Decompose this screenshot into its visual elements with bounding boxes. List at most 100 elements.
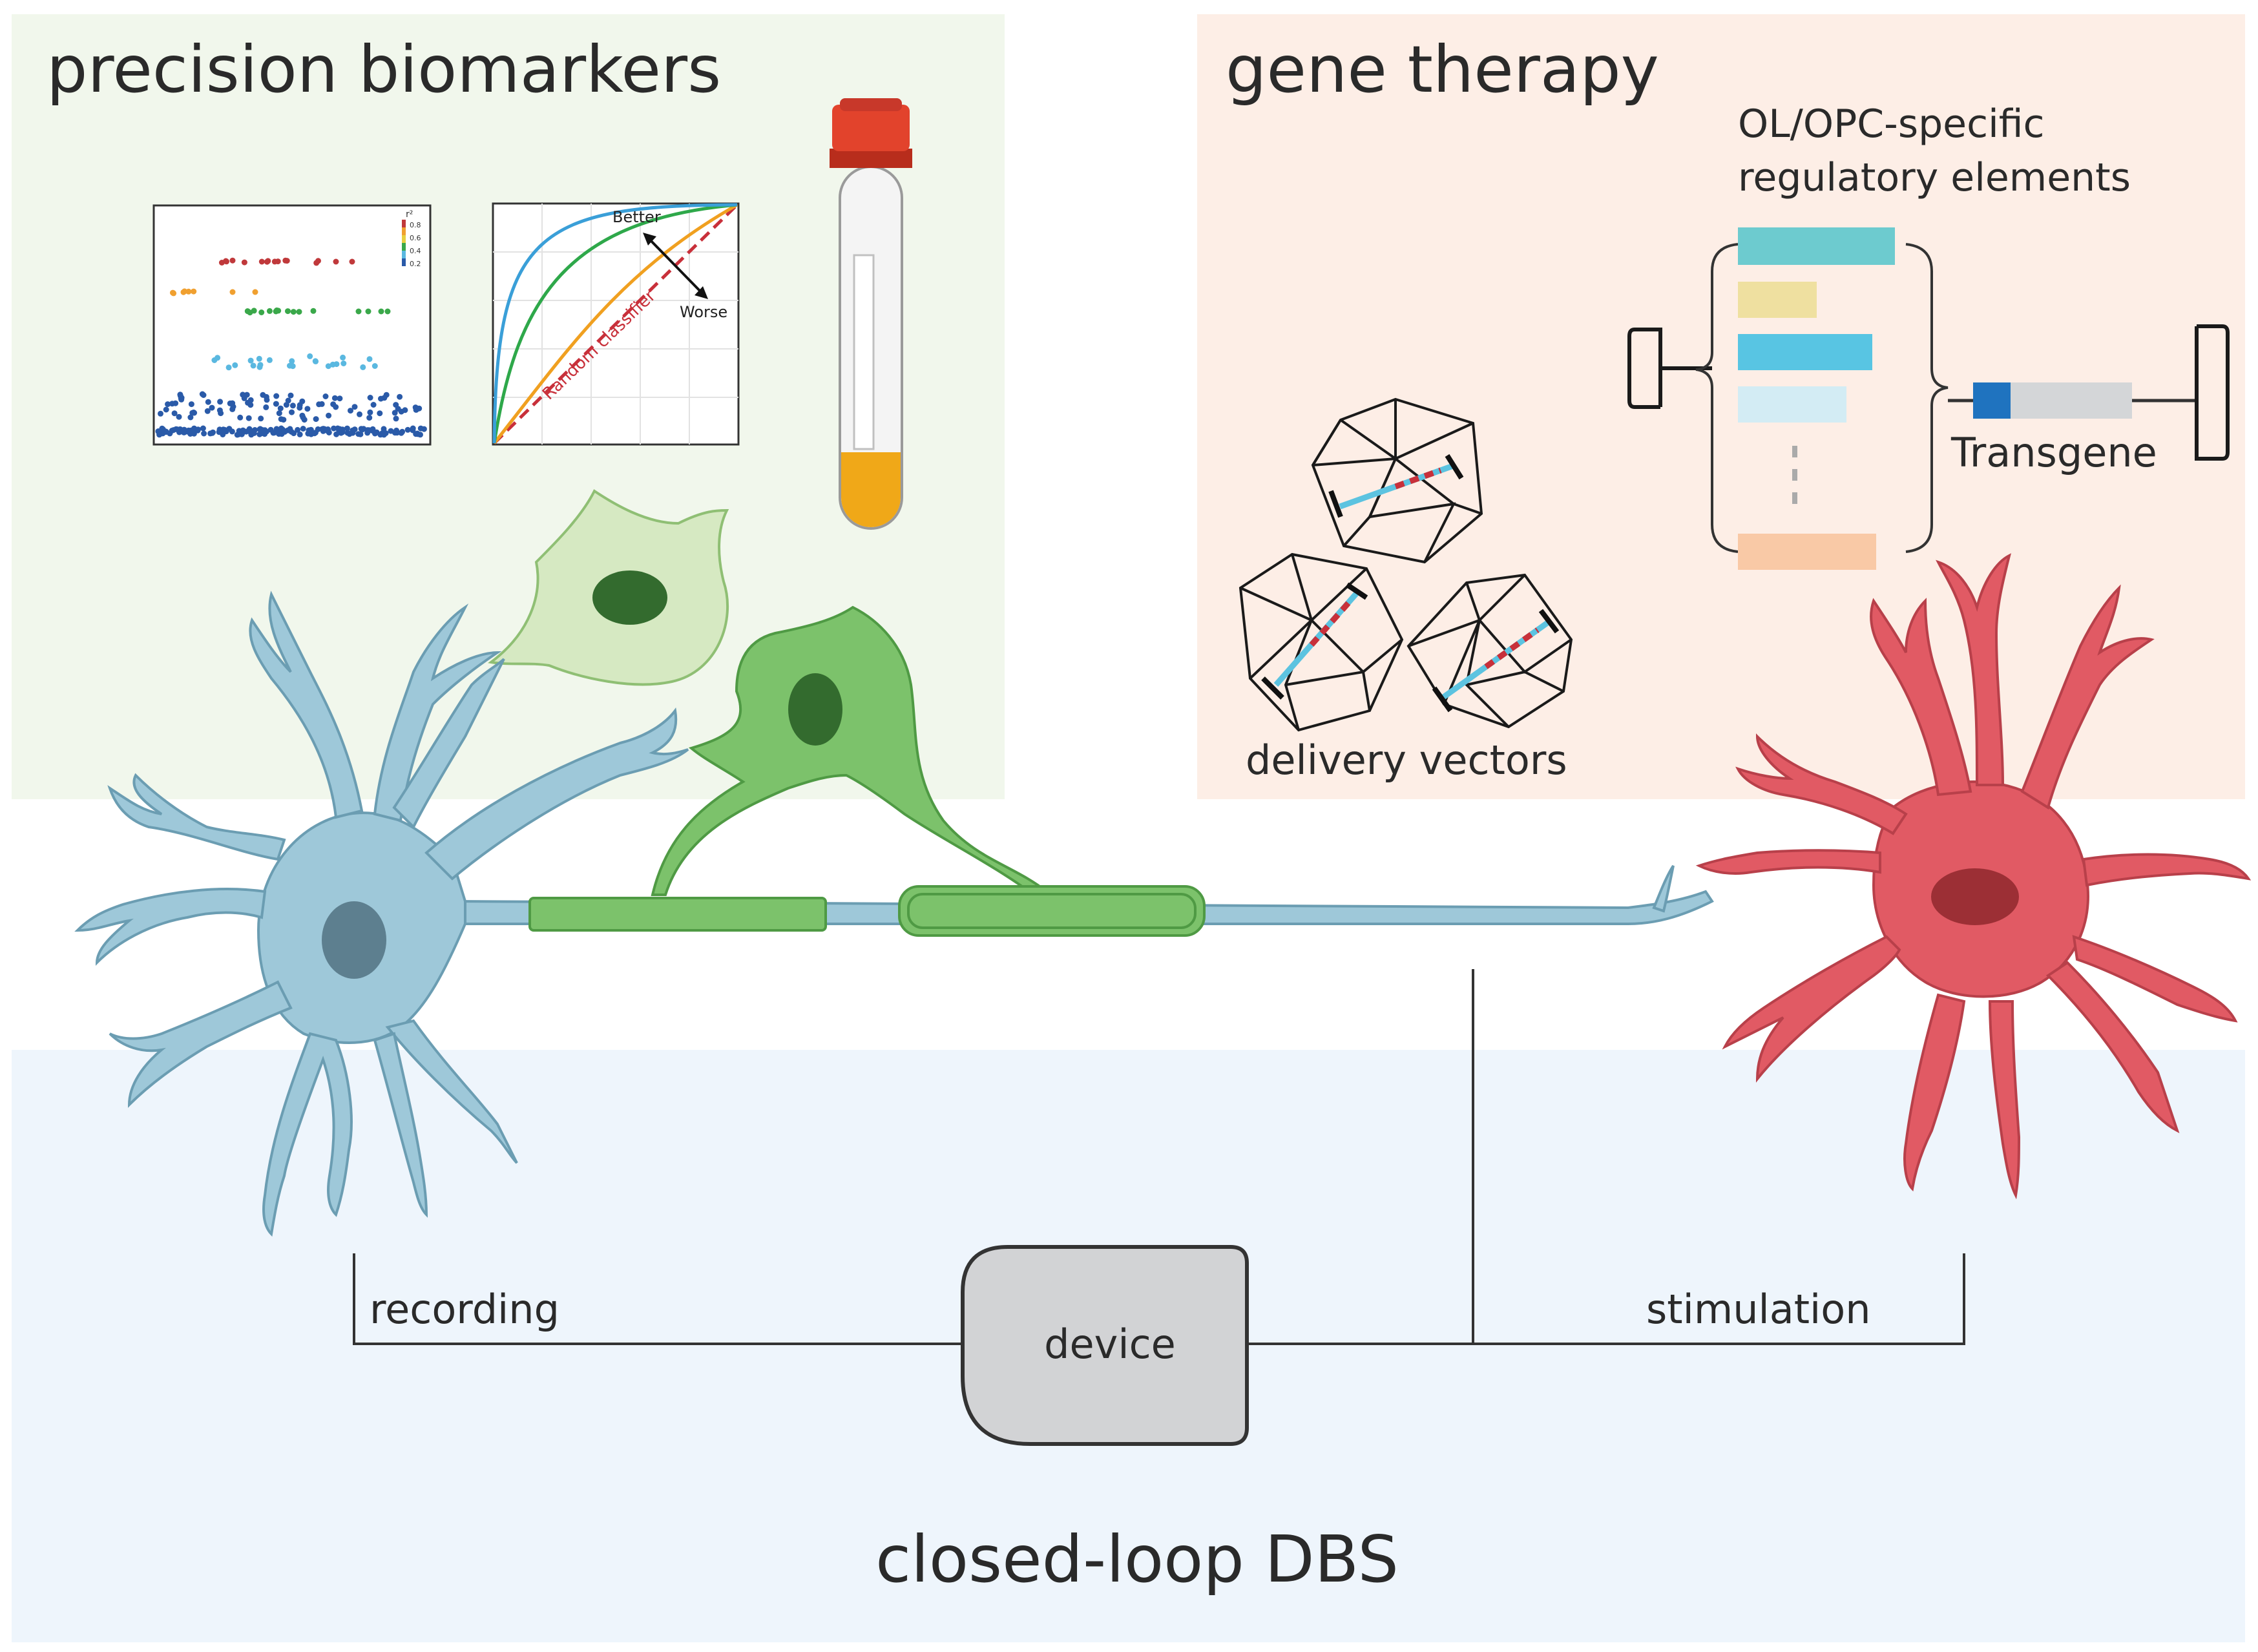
scatter-dot xyxy=(273,401,279,407)
scatter-dot xyxy=(384,308,391,315)
scatter-dot xyxy=(246,415,252,421)
scatter-dot xyxy=(205,399,211,405)
scatter-dot xyxy=(167,430,173,437)
scatter-dot xyxy=(333,258,339,265)
scatter-dot xyxy=(296,309,302,315)
scatter-dot xyxy=(413,406,419,413)
transgene-block xyxy=(2011,382,2132,419)
scatter-dot xyxy=(284,258,290,264)
scatter-dot xyxy=(398,430,404,436)
scatter-dot xyxy=(378,395,384,402)
scatter-legend-swatch xyxy=(402,227,406,235)
vector-genome-1 xyxy=(1328,454,1464,518)
scatter-dot xyxy=(229,406,236,412)
scatter-legend-swatch xyxy=(402,235,406,243)
scatter-dot xyxy=(251,308,257,314)
scatter-dot xyxy=(217,399,224,405)
scatter-dot xyxy=(204,408,211,414)
scatter-dot xyxy=(282,428,288,435)
myelin-sheath-2 xyxy=(898,885,1206,937)
scatter-dot xyxy=(319,401,325,407)
scatter-dot xyxy=(366,356,373,362)
scatter-dot xyxy=(214,355,221,361)
scatter-dot xyxy=(417,425,424,432)
scatter-dot xyxy=(159,425,165,432)
scatter-dot xyxy=(291,430,297,437)
vector-genome-3 xyxy=(1432,609,1560,713)
arrowhead-up xyxy=(643,233,656,246)
scatter-dot xyxy=(289,358,295,364)
recording-label: recording xyxy=(370,1286,559,1333)
scatter-dot xyxy=(309,430,316,436)
scatter-dot xyxy=(229,257,236,264)
scatter-dot xyxy=(360,364,366,370)
regulatory-element-4 xyxy=(1738,386,1846,423)
scatter-dot xyxy=(337,395,343,402)
scatter-dot xyxy=(381,432,387,437)
scatter-dot xyxy=(315,426,321,432)
scatter-dot xyxy=(276,410,282,417)
scatter-dot xyxy=(170,289,176,296)
scatter-dot xyxy=(295,426,301,433)
scatter-dot xyxy=(247,357,254,364)
regulatory-element-3 xyxy=(1738,334,1872,370)
scatter-dot xyxy=(195,426,202,433)
scatter-dot xyxy=(191,430,197,437)
regulatory-element-1 xyxy=(1738,227,1895,265)
circuit-lines xyxy=(353,969,1965,1345)
scatter-dot xyxy=(371,430,378,437)
opc-nucleus xyxy=(592,570,667,625)
scatter-dot xyxy=(349,258,355,265)
scatter-dot xyxy=(377,410,383,417)
scatter-dot xyxy=(241,259,247,266)
scatter-dot xyxy=(210,429,216,435)
scatter-dot xyxy=(277,405,284,412)
scatter-dot xyxy=(355,308,362,315)
scatter-dot xyxy=(371,363,378,369)
roc-curve-orange xyxy=(493,203,738,444)
scatter-dot xyxy=(266,308,273,314)
scatter-dot xyxy=(209,404,215,411)
scatter-dot xyxy=(258,415,264,422)
device-label: device xyxy=(1044,1321,1176,1368)
blue-neuron-nucleus xyxy=(322,901,386,979)
scatter-dot xyxy=(176,413,182,420)
scatter-dot xyxy=(237,414,244,421)
scatter-dot xyxy=(340,361,347,366)
scatter-dot xyxy=(163,406,169,413)
scatter-dot xyxy=(393,415,399,422)
scatter-dot xyxy=(271,258,278,265)
scatter-legend-tick: 0.8 xyxy=(410,221,421,229)
scatter-dot xyxy=(344,425,350,432)
better-worse-arrow xyxy=(647,236,704,295)
roc-random-diagonal xyxy=(493,204,738,444)
scatter-dot xyxy=(319,426,326,432)
scatter-dot xyxy=(244,308,251,315)
arrowhead-down xyxy=(695,286,708,299)
scatter-dot xyxy=(280,417,287,423)
scatter-dot xyxy=(250,362,256,369)
scatter-dot xyxy=(169,401,175,407)
scatter-dot xyxy=(326,412,332,419)
scatter-dot xyxy=(378,308,384,315)
scatter-dot xyxy=(234,432,240,438)
itr-right xyxy=(2195,324,2230,461)
scatter-dot xyxy=(273,308,279,315)
scatter-dot xyxy=(392,410,398,416)
scatter-dot xyxy=(402,407,408,413)
scatter-dot xyxy=(301,417,308,423)
scatter-dot xyxy=(185,288,192,295)
scatter-dot xyxy=(199,391,205,397)
scatter-dot xyxy=(383,392,390,398)
scatter-dot xyxy=(265,258,271,264)
scatter-dot xyxy=(222,428,228,435)
scatter-legend-swatch xyxy=(402,220,406,227)
scatter-dot xyxy=(355,431,362,437)
scatter-dot xyxy=(263,404,269,410)
regulatory-elements-label-line1: OL/OPC-specific xyxy=(1738,101,2045,147)
scatter-dot xyxy=(326,430,332,435)
scatter-dot xyxy=(417,432,423,438)
scatter-dot xyxy=(357,411,362,417)
red-neuron-nucleus xyxy=(1931,868,2019,925)
